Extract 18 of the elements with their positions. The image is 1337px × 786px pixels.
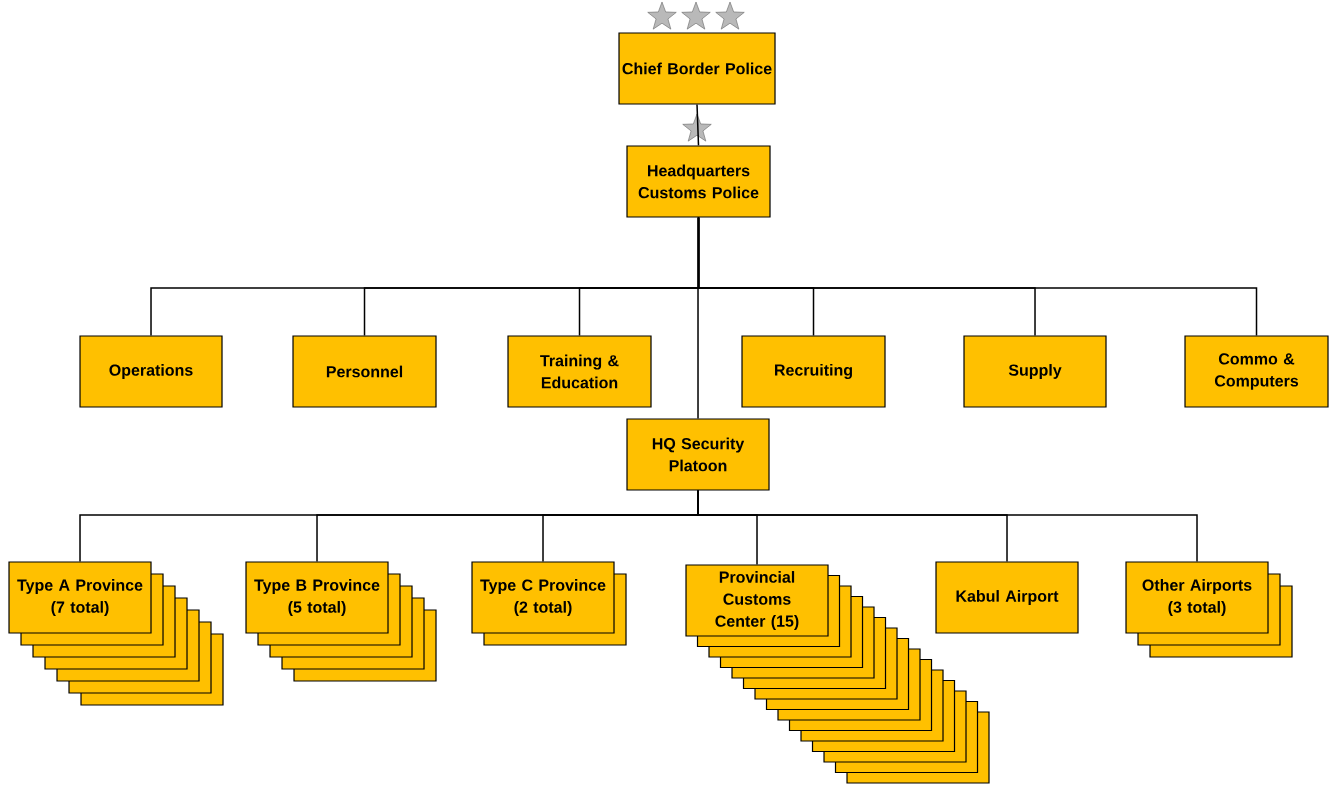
stacked-boxes: Type C Province (2 total) bbox=[471, 561, 627, 646]
org-box: Headquarters Customs Police bbox=[626, 145, 771, 218]
connector-line bbox=[696, 103, 700, 147]
org-box: Recruiting bbox=[741, 335, 886, 408]
connector-line bbox=[697, 489, 1198, 563]
connector-line bbox=[697, 216, 700, 420]
stacked-boxes: Other Airports (3 total) bbox=[1125, 561, 1293, 658]
org-box: Kabul Airport bbox=[935, 561, 1079, 634]
org-box: Chief Border Police bbox=[618, 32, 776, 105]
org-box: Training & Education bbox=[507, 335, 652, 408]
org-box: Personnel bbox=[292, 335, 437, 408]
stacked-boxes: Type A Province (7 total) bbox=[8, 561, 224, 706]
org-box: Operations bbox=[79, 335, 223, 408]
org-box: Commo & Computers bbox=[1184, 335, 1329, 408]
stacked-boxes: Type B Province (5 total) bbox=[245, 561, 437, 682]
org-box: HQ Security Platoon bbox=[626, 418, 770, 491]
node-label: Provincial Customs Center (15) bbox=[715, 571, 799, 630]
org-box: Supply bbox=[963, 335, 1107, 408]
